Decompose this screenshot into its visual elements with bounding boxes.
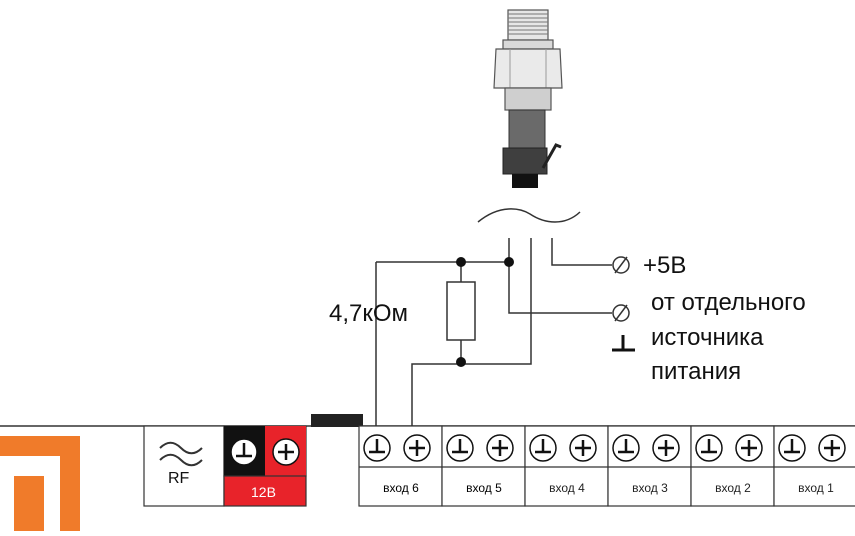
- ground-terminal-icon: [778, 434, 806, 462]
- ground-terminal-icon: [363, 434, 391, 462]
- input-label: вход 5: [466, 481, 502, 495]
- wave-icon: [159, 441, 203, 467]
- plus-terminal-icon: [818, 434, 846, 462]
- input-label: вход 3: [632, 481, 668, 495]
- separate-supply-line2: источника: [651, 324, 764, 351]
- rf-block: [143, 425, 225, 507]
- board-connector: [311, 414, 363, 427]
- junction-node: [456, 257, 466, 267]
- resistor-label: 4,7кОм: [329, 300, 409, 327]
- brand-logo: [0, 436, 80, 531]
- ground-terminal-icon: [230, 438, 258, 466]
- rf-label: RF: [168, 470, 190, 487]
- plus-terminal-icon: [569, 434, 597, 462]
- input-label: вход 4: [549, 481, 585, 495]
- separate-supply-line3: питания: [651, 358, 742, 385]
- input-label: вход 2: [715, 481, 751, 495]
- input-label: вход 1: [798, 481, 834, 495]
- separate-supply-line1: от отдельного: [651, 289, 806, 316]
- junction-node: [456, 357, 466, 367]
- ground-terminal-icon: [446, 434, 474, 462]
- ground-terminal-icon: [529, 434, 557, 462]
- input-label: вход 6: [383, 481, 419, 495]
- ground-symbol-icon: [612, 335, 635, 352]
- cable-break-line: [477, 208, 581, 223]
- plus-terminal-icon: [652, 434, 680, 462]
- input-terminal-blocks: [358, 425, 855, 507]
- plus-terminal-icon: [272, 438, 300, 466]
- resistor: [446, 281, 476, 341]
- wires: [375, 238, 612, 432]
- plus-terminal-icon: [486, 434, 514, 462]
- plus-terminal-icon: [403, 434, 431, 462]
- ground-terminal-icon: [612, 434, 640, 462]
- power-plus-label: +5В: [643, 252, 687, 279]
- pressure-sensor-icon: [493, 9, 563, 188]
- external-terminal-icon: [612, 256, 630, 322]
- supply-label: 12В: [251, 484, 276, 500]
- junction-node: [504, 257, 514, 267]
- ground-terminal-icon: [695, 434, 723, 462]
- plus-terminal-icon: [735, 434, 763, 462]
